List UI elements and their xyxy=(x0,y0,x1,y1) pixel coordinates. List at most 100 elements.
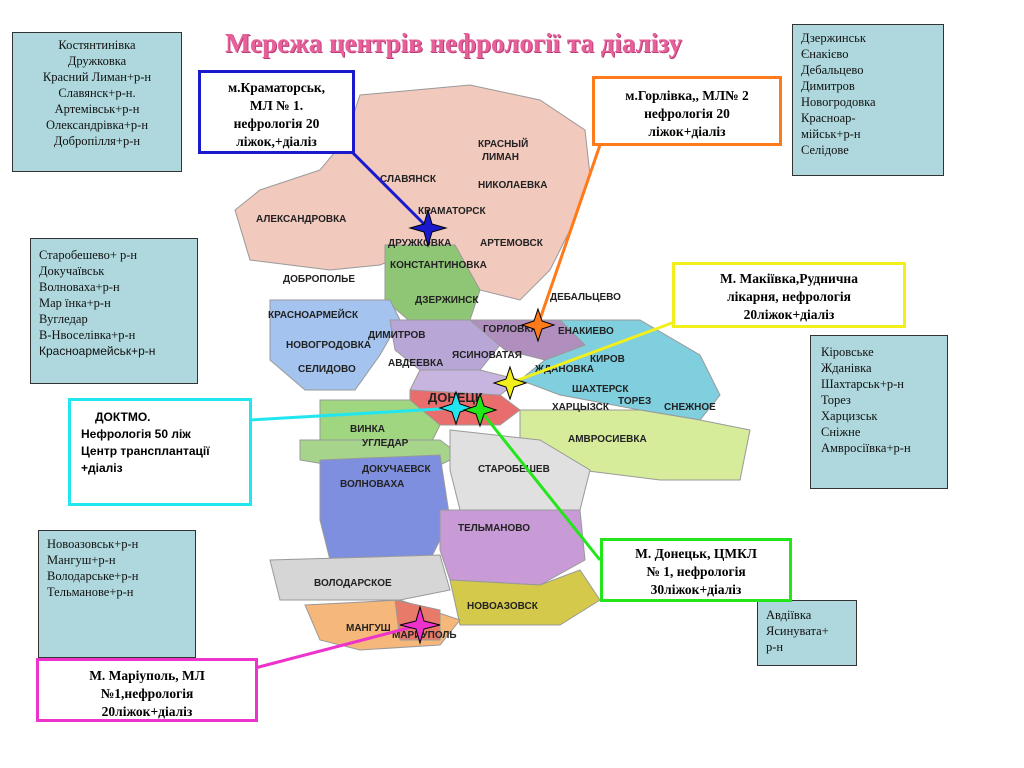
map-label-dobropolye: ДОБРОПОЛЬЕ xyxy=(283,274,355,285)
callout-line: Нефрологія 50 ліж xyxy=(81,427,191,441)
list-item: Авдіївка xyxy=(766,608,812,622)
map-label-druzhkovka: ДРУЖКОВКА xyxy=(388,238,451,249)
list-item: Амвросіївка+р-н xyxy=(821,441,911,455)
callout-line: ліжок,+діаліз xyxy=(236,134,317,149)
list-item: Ясинувата+ xyxy=(766,624,829,638)
list-south-east: Авдіївка Ясинувата+ р-н xyxy=(757,600,857,666)
list-item: Єнакієво xyxy=(801,47,849,61)
map-label-kramatorsk: КРАМАТОРСК xyxy=(418,206,486,217)
map-label-selidovo: СЕЛИДОВО xyxy=(298,364,356,375)
list-north-west: Костянтинівка Дружковка Красний Лиман+р-… xyxy=(12,32,182,172)
map-label-volodarskoe: ВОЛОДАРСКОЕ xyxy=(314,578,392,589)
list-item: Торез xyxy=(821,393,851,407)
list-item: Красний Лиман+р-н xyxy=(42,70,152,84)
list-item: Докучаївськ xyxy=(39,264,105,278)
list-east: Кіровське Жданівка Шахтарськ+р-н Торез Х… xyxy=(810,335,948,489)
map-label-debaltsevo: ДЕБАЛЬЦЕВО xyxy=(550,292,621,303)
map-label-artemovsk: АРТЕМОВСК xyxy=(480,238,544,249)
map-label-marinka: ВИНКА xyxy=(350,424,385,435)
map-label-nikolaevka: НИКОЛАЕВКА xyxy=(478,180,548,191)
map-label-ugledar: УГЛЕДАР xyxy=(362,438,409,449)
callout-line: ДОКТМО. xyxy=(95,410,151,424)
callout-makiivka: М. Макіївка,Руднична лікарня, нефрологія… xyxy=(672,262,906,328)
map-label-enakievo: ЕНАКИЕВО xyxy=(558,326,614,337)
star-donetsk-icon xyxy=(462,392,498,428)
list-item: Шахтарськ+р-н xyxy=(821,377,904,391)
callout-line: М. Маріуполь, МЛ xyxy=(89,668,205,683)
map-labels: КРАСНЫЙ ЛИМАН СЛАВЯНСК НИКОЛАЕВКА АЛЕКСА… xyxy=(256,137,716,641)
list-item: Харцизськ xyxy=(821,409,878,423)
list-item: В-Нвоселівка+р-н xyxy=(39,328,136,342)
center-stars xyxy=(399,208,556,645)
list-item: Жданівка xyxy=(821,361,872,375)
map-label-starobeshevo: СТАРОБЕШЕВ xyxy=(478,464,550,475)
map-label-volnovakha: ВОЛНОВАХА xyxy=(340,479,404,490)
star-makiivka-icon xyxy=(492,365,528,401)
list-item: Тельманове+р-н xyxy=(47,585,134,599)
list-item: Мар їнка+р-н xyxy=(39,296,111,310)
map-label-mariupol: МАРИУПОЛЬ xyxy=(392,630,457,641)
callout-line: нефрологія 20 xyxy=(644,106,730,121)
callout-line: лікарня, нефрологія xyxy=(727,289,851,304)
list-item: Володарське+р-н xyxy=(47,569,139,583)
map-label-slavyansk: СЛАВЯНСК xyxy=(380,174,437,185)
callout-line: м.Горлівка,, МЛ№ 2 xyxy=(625,88,749,103)
callout-doktmo: ДОКТМО. Нефрологія 50 ліж Центр транспла… xyxy=(68,398,252,506)
map-label-krasnoarmeisk: КРАСНОАРМЕЙСК xyxy=(268,308,359,321)
star-mariupol-icon xyxy=(399,605,441,645)
list-item: Волноваха+р-н xyxy=(39,280,120,294)
list-south-west: Новоазовськ+р-н Мангуш+р-н Володарське+р… xyxy=(38,530,196,658)
star-gorlivka-icon xyxy=(520,307,556,343)
list-item: Вугледар xyxy=(39,312,88,326)
map-label-khartsyzsk: ХАРЦЫЗСК xyxy=(552,402,610,413)
callout-gorlivka: м.Горлівка,, МЛ№ 2 нефрологія 20 ліжок+д… xyxy=(592,76,782,146)
map-label-dokuchaevsk: ДОКУЧАЕВСК xyxy=(362,464,431,475)
callout-line: МЛ № 1. xyxy=(249,98,304,113)
list-item: Старобешево+ р-н xyxy=(39,248,138,262)
map-label-dimitrov: ДИМИТРОВ xyxy=(368,330,425,341)
list-item: Димитров xyxy=(801,79,855,93)
map-label-krasny-liman-2: ЛИМАН xyxy=(482,152,519,163)
star-doktmo-icon xyxy=(438,390,474,426)
list-item: р-н xyxy=(766,640,784,654)
list-item: Дзержинськ xyxy=(801,31,866,45)
callout-line: нефрологія 20 xyxy=(233,116,320,131)
list-item: мійськ+р-н xyxy=(801,127,861,141)
callout-mariupol: М. Маріуполь, МЛ №1,нефрологія 20ліжок+д… xyxy=(36,658,258,722)
callout-line: Центр трансплантації xyxy=(81,444,210,458)
map-label-krasny-liman: КРАСНЫЙ xyxy=(478,137,528,150)
list-item: Сніжне xyxy=(821,425,861,439)
list-item: Красноармейськ+р-н xyxy=(39,344,156,358)
map-regions xyxy=(234,84,751,651)
map-label-novoazovsk: НОВОАЗОВСК xyxy=(467,601,539,612)
list-item: Кіровське xyxy=(821,345,874,359)
callout-line: 20ліжок+діаліз xyxy=(743,307,835,322)
map-label-amvrosievka: АМВРОСИЕВКА xyxy=(568,434,647,445)
map-label-snezhnoe: СНЕЖНОЕ xyxy=(664,402,716,413)
map-label-gorlovka: ГОРЛОВКА xyxy=(483,324,538,335)
region-west-blue xyxy=(269,299,401,391)
callout-line: ліжок+діаліз xyxy=(648,124,726,139)
map-label-shakhtersk: ШАХТЕРСК xyxy=(572,384,629,395)
map-label-aleksandrovka: АЛЕКСАНДРОВКА xyxy=(256,214,346,225)
region-telmanovo xyxy=(439,509,586,586)
map-label-avdeevka: АВДЕЕВКА xyxy=(388,358,443,369)
list-item: Олександрівка+р-н xyxy=(45,118,149,132)
callout-kramatorsk: м.Краматорськ, МЛ № 1. нефрологія 20 ліж… xyxy=(198,70,355,154)
callout-line: №1,нефрологія xyxy=(100,686,194,701)
callout-line: 20ліжок+діаліз xyxy=(101,704,193,719)
region-volodarskoe xyxy=(269,554,451,601)
callout-donetsk: М. Донецьк, ЦМКЛ № 1, нефрологія 30ліжок… xyxy=(600,538,792,602)
list-item: Новогродовка xyxy=(801,95,876,109)
connector-makiivka xyxy=(509,318,681,385)
list-item: Добропілля+р-н xyxy=(53,134,141,148)
list-item: Селідове xyxy=(801,143,849,157)
map-label-yasinovataya: ЯСИНОВАТАЯ xyxy=(452,350,522,361)
list-north-east: Дзержинськ Єнакієво Дебальцево Димитров … xyxy=(792,24,944,176)
map-label-konstantinovka: КОНСТАНТИНОВКА xyxy=(390,260,487,271)
list-item: Артемівськ+р-н xyxy=(54,102,140,116)
map-label-mangush: МАНГУШ xyxy=(346,623,391,634)
page-title: Мережа центрів нефрології та діалізу xyxy=(225,28,683,58)
list-item: Костянтинівка xyxy=(58,38,136,52)
